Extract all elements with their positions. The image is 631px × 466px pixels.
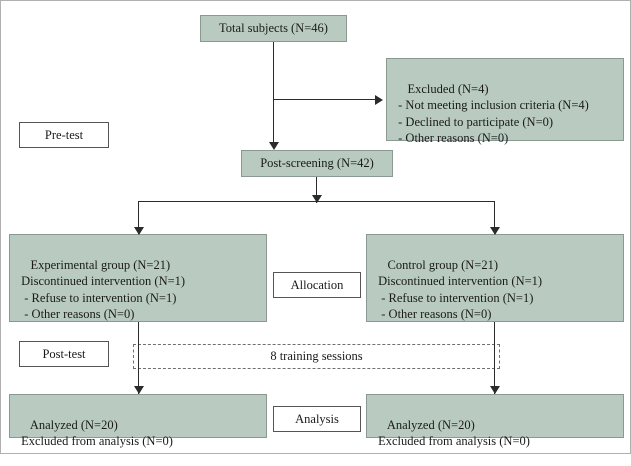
stage-label-post-test: Post-test: [19, 341, 109, 367]
arrowhead-to-postscreening: [269, 142, 279, 150]
connector-fork-right-down: [494, 201, 495, 234]
connector-fork-left-down: [138, 201, 139, 234]
node-analyzed-control-label: Analyzed (N=20) Excluded from analysis (…: [378, 417, 530, 449]
node-analyzed-control: Analyzed (N=20) Excluded from analysis (…: [366, 394, 624, 448]
connector-experimental-to-analyzed: [138, 322, 139, 394]
arrowhead-to-analyzed-left: [134, 386, 144, 394]
intervention-training-sessions: 8 training sessions: [133, 344, 500, 369]
intervention-training-sessions-text: 8 training sessions: [270, 349, 363, 363]
node-total-subjects-label: Total subjects (N=46): [219, 21, 328, 36]
connector-total-to-postscreening: [273, 42, 274, 145]
connector-to-excluded: [273, 99, 376, 100]
stage-label-analysis: Analysis: [273, 406, 361, 432]
connector-control-to-analyzed: [494, 322, 495, 394]
node-total-subjects: Total subjects (N=46): [200, 15, 347, 42]
node-post-screening-label: Post-screening (N=42): [260, 156, 374, 171]
arrowhead-to-control: [490, 227, 500, 235]
node-analyzed-experimental: Analyzed (N=20) Excluded from analysis (…: [9, 394, 267, 448]
node-excluded-label: Excluded (N=4) - Not meeting inclusion c…: [398, 81, 589, 146]
node-experimental-group: Experimental group (N=21) Discontinued i…: [9, 234, 267, 322]
stage-label-analysis-text: Analysis: [295, 411, 339, 426]
node-analyzed-experimental-label: Analyzed (N=20) Excluded from analysis (…: [21, 417, 173, 449]
stage-label-pre-test: Pre-test: [19, 122, 109, 148]
stage-label-allocation-text: Allocation: [290, 277, 344, 292]
arrowhead-to-excluded: [375, 95, 383, 105]
stage-label-post-test-text: Post-test: [42, 346, 86, 361]
node-excluded: Excluded (N=4) - Not meeting inclusion c…: [386, 58, 624, 145]
stage-label-allocation: Allocation: [273, 272, 361, 298]
arrowhead-to-experimental: [134, 227, 144, 235]
arrowhead-to-analyzed-right: [490, 386, 500, 394]
arrowhead-postscreening-fork: [312, 195, 322, 203]
stage-label-pre-test-text: Pre-test: [44, 127, 84, 142]
node-control-group: Control group (N=21) Discontinued interv…: [366, 234, 624, 322]
node-post-screening: Post-screening (N=42): [241, 150, 393, 177]
node-control-group-label: Control group (N=21) Discontinued interv…: [378, 257, 543, 322]
flowchart-canvas: Total subjects (N=46) Excluded (N=4) - N…: [0, 0, 631, 454]
node-experimental-group-label: Experimental group (N=21) Discontinued i…: [21, 257, 186, 322]
connector-postscreening-down: [316, 177, 317, 203]
